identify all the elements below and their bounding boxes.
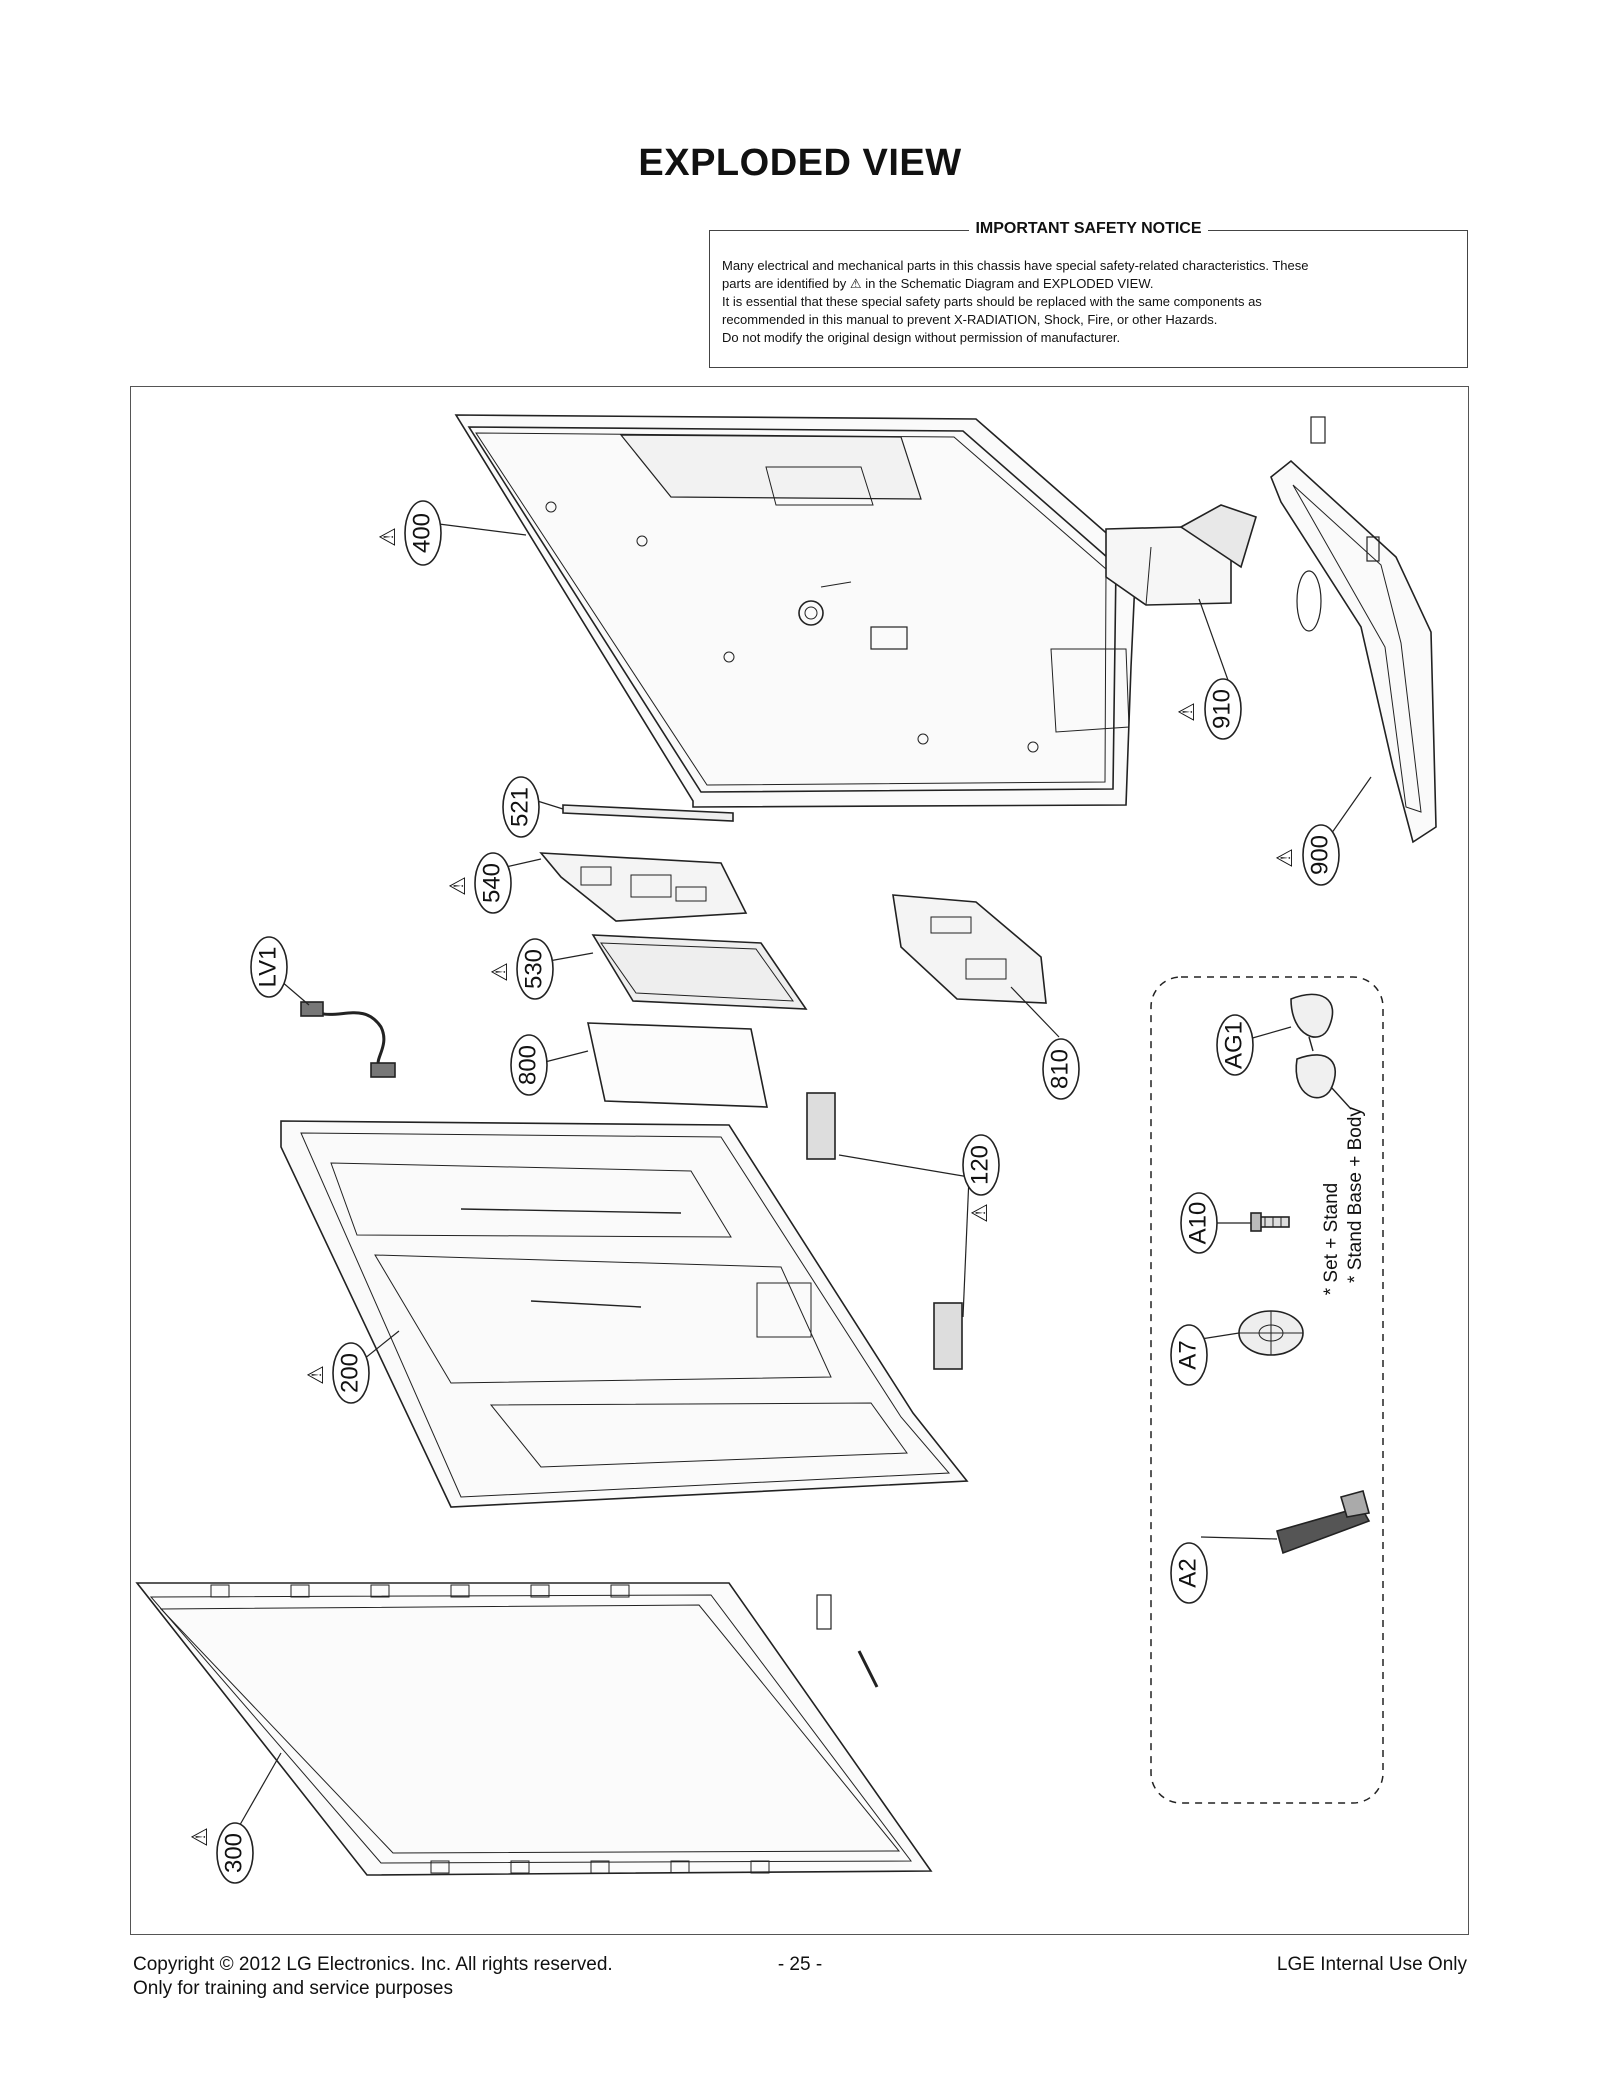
svg-text:810: 810 bbox=[1046, 1049, 1073, 1089]
svg-text:400: 400 bbox=[408, 513, 435, 553]
note-set-stand: * Set + Stand bbox=[1321, 1183, 1342, 1296]
svg-text:200: 200 bbox=[336, 1353, 363, 1393]
warning-triangle-icon: ⚠ bbox=[1272, 848, 1297, 868]
svg-text:530: 530 bbox=[520, 949, 547, 989]
svg-text:540: 540 bbox=[478, 863, 505, 903]
svg-text:300: 300 bbox=[220, 1833, 247, 1873]
frame-200-part bbox=[280, 1120, 969, 1508]
cap-a7-part bbox=[1238, 1310, 1304, 1356]
notice-line-5: Do not modify the original design withou… bbox=[722, 330, 1121, 345]
safety-notice-body: Many electrical and mechanical parts in … bbox=[722, 257, 1455, 347]
svg-text:910: 910 bbox=[1208, 689, 1235, 729]
callout-a2: A2 bbox=[1170, 1542, 1208, 1604]
callout-300: 300 ⚠ bbox=[187, 1822, 254, 1884]
exploded-view-diagram: 400 ⚠ 910 ⚠ 900 ⚠ 521 bbox=[130, 386, 1469, 1935]
insulator-800-part bbox=[586, 1022, 768, 1108]
speaker-120-part bbox=[806, 1092, 963, 1370]
callout-810: 810 bbox=[1042, 1038, 1080, 1100]
training-purpose-text: Only for training and service purposes bbox=[133, 1978, 453, 1999]
3d-glasses-ag1-part bbox=[1290, 993, 1352, 1110]
warning-triangle-icon: ⚠ bbox=[487, 962, 512, 982]
copyright-text: Copyright © 2012 LG Electronics. Inc. Al… bbox=[133, 1954, 613, 1975]
callout-lv1: LV1 bbox=[250, 936, 288, 998]
warning-triangle-icon: ⚠ bbox=[967, 1203, 992, 1223]
svg-text:800: 800 bbox=[514, 1045, 541, 1085]
cover-a2-part bbox=[1276, 1490, 1371, 1555]
note-stand-base-body: * Stand Base + Body bbox=[1345, 1107, 1366, 1283]
svg-text:120: 120 bbox=[966, 1145, 993, 1185]
back-cover-part bbox=[454, 414, 1137, 808]
callout-ag1: AG1 bbox=[1216, 1014, 1254, 1076]
svg-text:AG1: AG1 bbox=[1220, 1021, 1247, 1069]
screw-a10-part bbox=[1250, 1212, 1290, 1232]
callout-540: 540 ⚠ bbox=[445, 852, 512, 914]
callout-530: 530 ⚠ bbox=[487, 938, 554, 1000]
callout-a10: A10 bbox=[1180, 1192, 1218, 1254]
page-number: - 25 - bbox=[777, 1954, 823, 1975]
cable-lv1-part bbox=[300, 1001, 396, 1078]
notice-line-4: recommended in this manual to prevent X-… bbox=[722, 312, 1218, 327]
stand-base-part bbox=[1270, 416, 1437, 844]
stand-neck-part bbox=[1105, 504, 1257, 606]
callout-800: 800 bbox=[510, 1034, 548, 1096]
callout-521: 521 bbox=[502, 776, 540, 838]
svg-text:900: 900 bbox=[1306, 835, 1333, 875]
callout-120: 120 ⚠ bbox=[962, 1134, 1000, 1223]
svg-text:A7: A7 bbox=[1174, 1340, 1201, 1369]
callout-910: 910 ⚠ bbox=[1174, 678, 1242, 740]
svg-text:LV1: LV1 bbox=[254, 947, 281, 988]
warning-triangle-icon: ⚠ bbox=[849, 276, 862, 291]
safety-notice-title: IMPORTANT SAFETY NOTICE bbox=[969, 220, 1208, 237]
warning-triangle-icon: ⚠ bbox=[187, 1827, 212, 1847]
callout-a7: A7 bbox=[1170, 1324, 1208, 1386]
notice-line-2: parts are identified by ⚠ in the Schemat… bbox=[722, 276, 1154, 291]
callout-400: 400 ⚠ bbox=[375, 500, 442, 566]
svg-text:A10: A10 bbox=[1184, 1202, 1211, 1245]
callout-200: 200 ⚠ bbox=[303, 1342, 370, 1404]
page-title: EXPLODED VIEW bbox=[638, 142, 962, 184]
svg-text:521: 521 bbox=[506, 787, 533, 827]
safety-notice-box: IMPORTANT SAFETY NOTICE Many electrical … bbox=[709, 220, 1468, 368]
warning-triangle-icon: ⚠ bbox=[445, 876, 470, 896]
notice-line-1: Many electrical and mechanical parts in … bbox=[722, 258, 1309, 273]
svg-text:A2: A2 bbox=[1174, 1558, 1201, 1587]
main-board-540-part bbox=[539, 852, 748, 922]
power-board-530-part bbox=[591, 934, 808, 1010]
bracket-810-part bbox=[892, 894, 1047, 1004]
bracket-521-part bbox=[562, 804, 734, 822]
warning-triangle-icon: ⚠ bbox=[1174, 702, 1199, 722]
front-bezel-300-part bbox=[135, 1582, 933, 1876]
footer-copyright: Copyright © 2012 LG Electronics. Inc. Al… bbox=[133, 1953, 613, 2001]
warning-triangle-icon: ⚠ bbox=[375, 527, 400, 547]
accessories-box bbox=[1150, 976, 1384, 1804]
notice-line-3: It is essential that these special safet… bbox=[722, 294, 1262, 309]
internal-use-text: LGE Internal Use Only bbox=[1276, 1954, 1467, 1975]
callout-900: 900 ⚠ bbox=[1272, 824, 1340, 886]
warning-triangle-icon: ⚠ bbox=[303, 1365, 328, 1385]
